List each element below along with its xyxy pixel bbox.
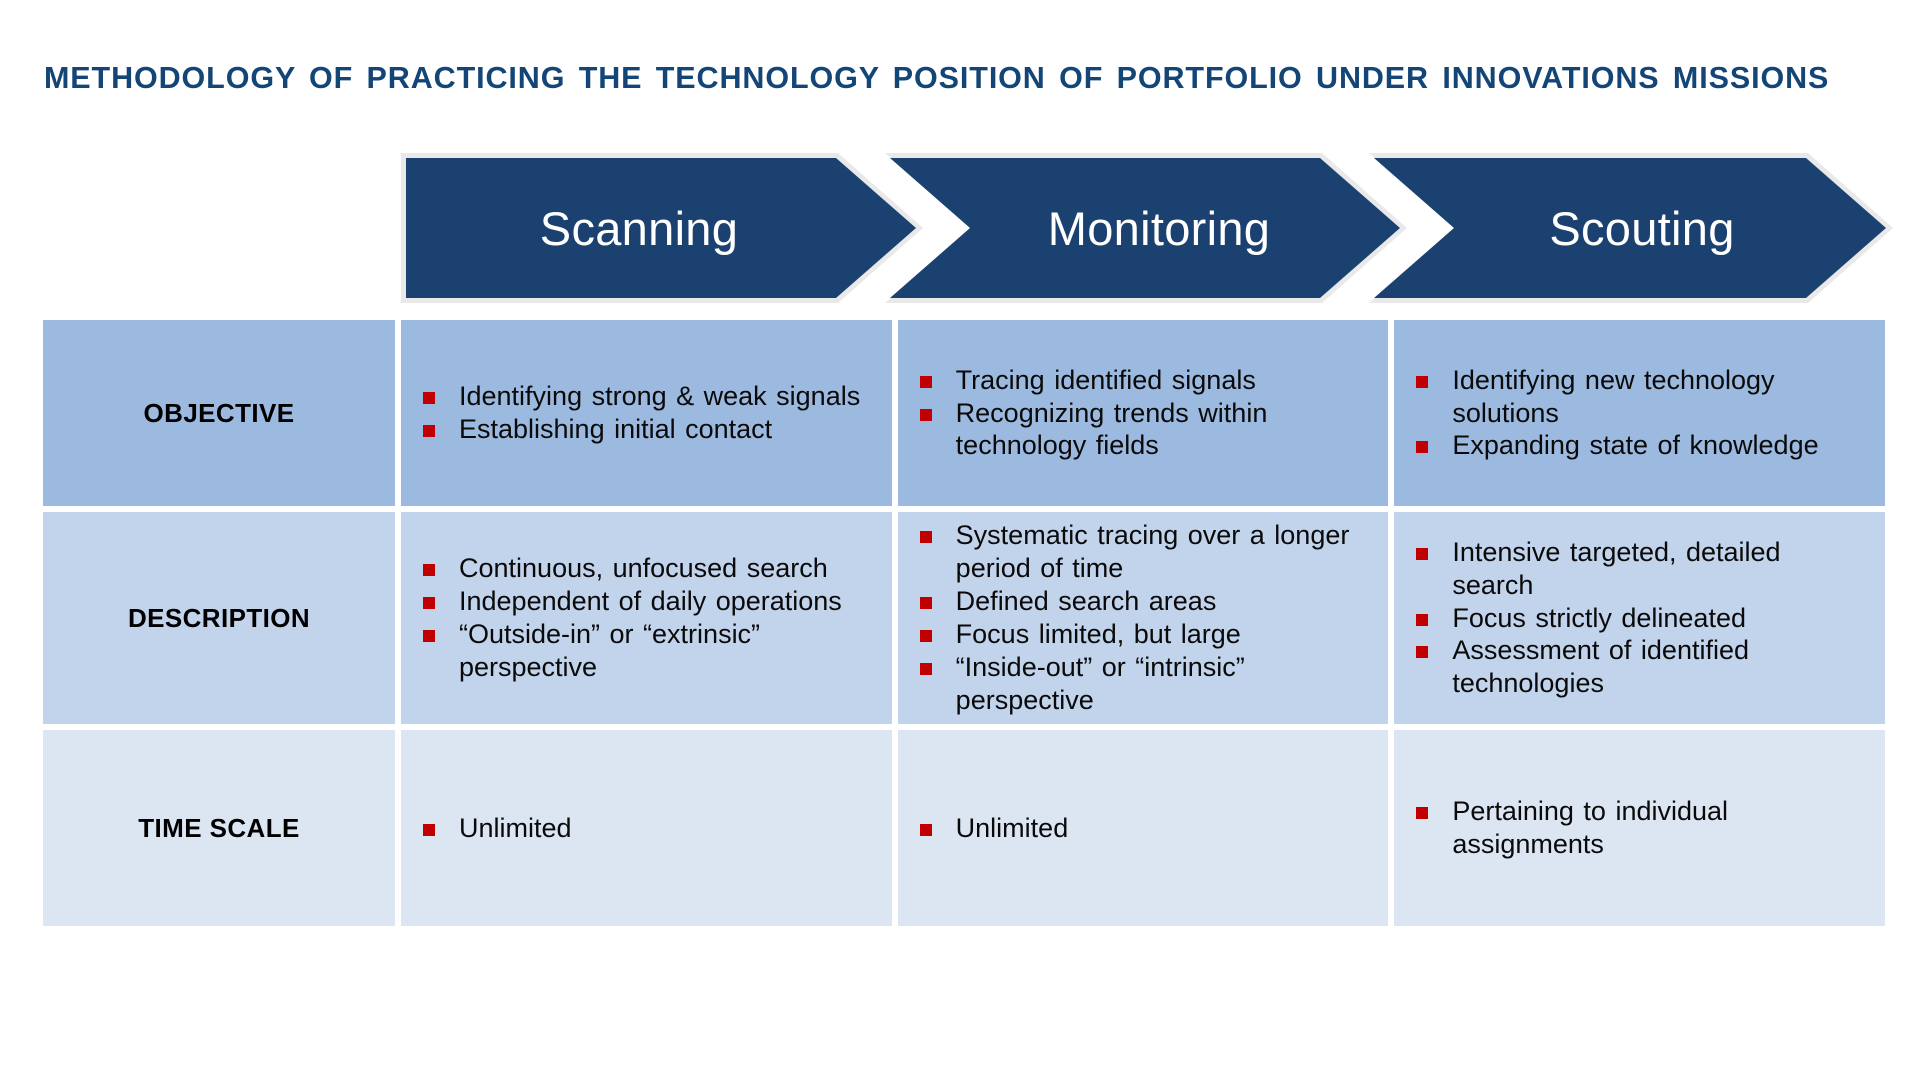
list-item: Identifying new technology solutions (1416, 364, 1859, 430)
list-item: Focus strictly delineated (1416, 602, 1859, 635)
table-row: TIME SCALE Unlimited Unlimited Pertainin… (43, 730, 1886, 926)
square-bullet-icon (919, 597, 932, 610)
column-divider (891, 512, 898, 724)
column-divider (395, 512, 401, 724)
list-item: Defined search areas (919, 585, 1363, 618)
list-item-text: Unlimited (459, 812, 572, 843)
list-item-text: Identifying strong & weak signals (459, 381, 861, 412)
square-bullet-icon (1416, 375, 1429, 388)
square-bullet-icon (1416, 547, 1429, 560)
square-bullet-icon (919, 531, 932, 544)
list-item-text: “Inside-out” or “intrinsic” perspective (955, 651, 1245, 715)
list-item: Systematic tracing over a longer period … (919, 519, 1363, 585)
column-divider (891, 730, 898, 926)
chevron-stage-scouting[interactable]: Scouting (1374, 158, 1886, 298)
column-divider (1388, 730, 1395, 926)
square-bullet-icon (423, 597, 435, 610)
square-bullet-icon (423, 425, 435, 437)
list-item: Focus limited, but large (919, 618, 1363, 651)
square-bullet-icon (1416, 613, 1429, 626)
list-item-text: Assessment of identified technologies (1452, 635, 1749, 699)
chevron-label-scanning: Scanning (539, 201, 739, 255)
cell-time-scale-scanning: Unlimited (401, 730, 892, 926)
cell-objective-scanning: Identifying strong & weak signals Establ… (401, 320, 892, 506)
list-item-text: Focus strictly delineated (1452, 602, 1746, 633)
square-bullet-icon (1416, 646, 1429, 659)
square-bullet-icon (1416, 807, 1429, 820)
list-item: Assessment of identified technologies (1416, 634, 1859, 700)
list-item: Tracing identified signals (919, 364, 1363, 397)
column-divider (395, 730, 401, 926)
row-header-label: DESCRIPTION (127, 602, 311, 633)
chevron-stage-scanning[interactable]: Scanning (406, 158, 916, 298)
chevron-stage-monitoring[interactable]: Monitoring (890, 158, 1400, 298)
table-row: OBJECTIVE Identifying strong & weak sign… (43, 320, 1886, 506)
square-bullet-icon (919, 630, 932, 642)
square-bullet-icon (919, 662, 932, 675)
list-item: “Inside-out” or “intrinsic” perspective (919, 651, 1363, 717)
list-item-text: Pertaining to individual assignments (1452, 796, 1729, 859)
square-bullet-icon (423, 823, 435, 836)
list-item: Unlimited (919, 812, 1363, 845)
column-divider (1388, 320, 1395, 506)
row-header-label: OBJECTIVE (143, 397, 295, 428)
list-item-text: Defined search areas (955, 586, 1217, 617)
page-title: METHODOLOGY OF PRACTICING THE TECHNOLOGY… (44, 61, 1830, 95)
cell-objective-scouting: Identifying new technology solutions Exp… (1394, 320, 1886, 506)
list-item: Independent of daily operations (423, 585, 866, 618)
square-bullet-icon (423, 564, 435, 577)
list-item: Establishing initial contact (423, 413, 866, 446)
list-item-text: Recognizing trends within technology fie… (955, 397, 1268, 461)
column-divider (1388, 512, 1395, 724)
process-chevron-band: Scanning Monitoring Scouting (401, 153, 1893, 303)
list-item-text: Continuous, unfocused search (459, 553, 828, 584)
list-item-text: Intensive targeted, detailed search (1452, 536, 1781, 600)
list-item-text: Identifying new technology solutions (1452, 364, 1775, 428)
list-item: Unlimited (423, 812, 866, 845)
cell-description-scouting: Intensive targeted, detailed search Focu… (1394, 512, 1886, 724)
list-item: Pertaining to individual assignments (1416, 795, 1859, 861)
list-item: Expanding state of knowledge (1416, 429, 1859, 462)
row-header-time-scale: TIME SCALE (43, 730, 395, 926)
list-item: Intensive targeted, detailed search (1416, 536, 1859, 602)
list-item: Identifying strong & weak signals (423, 380, 866, 413)
list-item-text: Unlimited (955, 812, 1069, 843)
list-item: Recognizing trends within technology fie… (919, 397, 1363, 463)
square-bullet-icon (919, 823, 932, 836)
cell-objective-monitoring: Tracing identified signals Recognizing t… (897, 320, 1389, 506)
list-item-text: Establishing initial contact (459, 414, 773, 444)
row-header-label: TIME SCALE (138, 812, 300, 843)
list-item-text: Tracing identified signals (955, 364, 1256, 395)
table-row: DESCRIPTION Continuous, unfocused search… (43, 512, 1886, 724)
list-item-text: Systematic tracing over a longer period … (955, 520, 1350, 584)
list-item: Continuous, unfocused search (423, 552, 866, 585)
cell-description-monitoring: Systematic tracing over a longer period … (897, 512, 1389, 724)
square-bullet-icon (919, 375, 932, 388)
square-bullet-icon (1416, 441, 1429, 454)
row-header-objective: OBJECTIVE (43, 320, 395, 506)
square-bullet-icon (423, 630, 435, 642)
list-item-text: Focus limited, but large (955, 619, 1241, 649)
comparison-matrix: OBJECTIVE Identifying strong & weak sign… (43, 320, 1886, 932)
chevron-label-scouting: Scouting (1549, 201, 1735, 255)
row-header-description: DESCRIPTION (43, 512, 395, 724)
list-item-text: “Outside-in” or “extrinsic” perspective (459, 619, 761, 682)
column-divider (395, 320, 401, 506)
cell-time-scale-scouting: Pertaining to individual assignments (1394, 730, 1886, 926)
column-divider (891, 320, 898, 506)
list-item-text: Independent of daily operations (459, 586, 842, 617)
square-bullet-icon (423, 392, 435, 405)
square-bullet-icon (919, 408, 932, 421)
cell-time-scale-monitoring: Unlimited (897, 730, 1389, 926)
cell-description-scanning: Continuous, unfocused search Independent… (401, 512, 892, 724)
list-item-text: Expanding state of knowledge (1452, 430, 1819, 461)
chevron-label-monitoring: Monitoring (1047, 201, 1271, 255)
list-item: “Outside-in” or “extrinsic” perspective (423, 618, 866, 684)
